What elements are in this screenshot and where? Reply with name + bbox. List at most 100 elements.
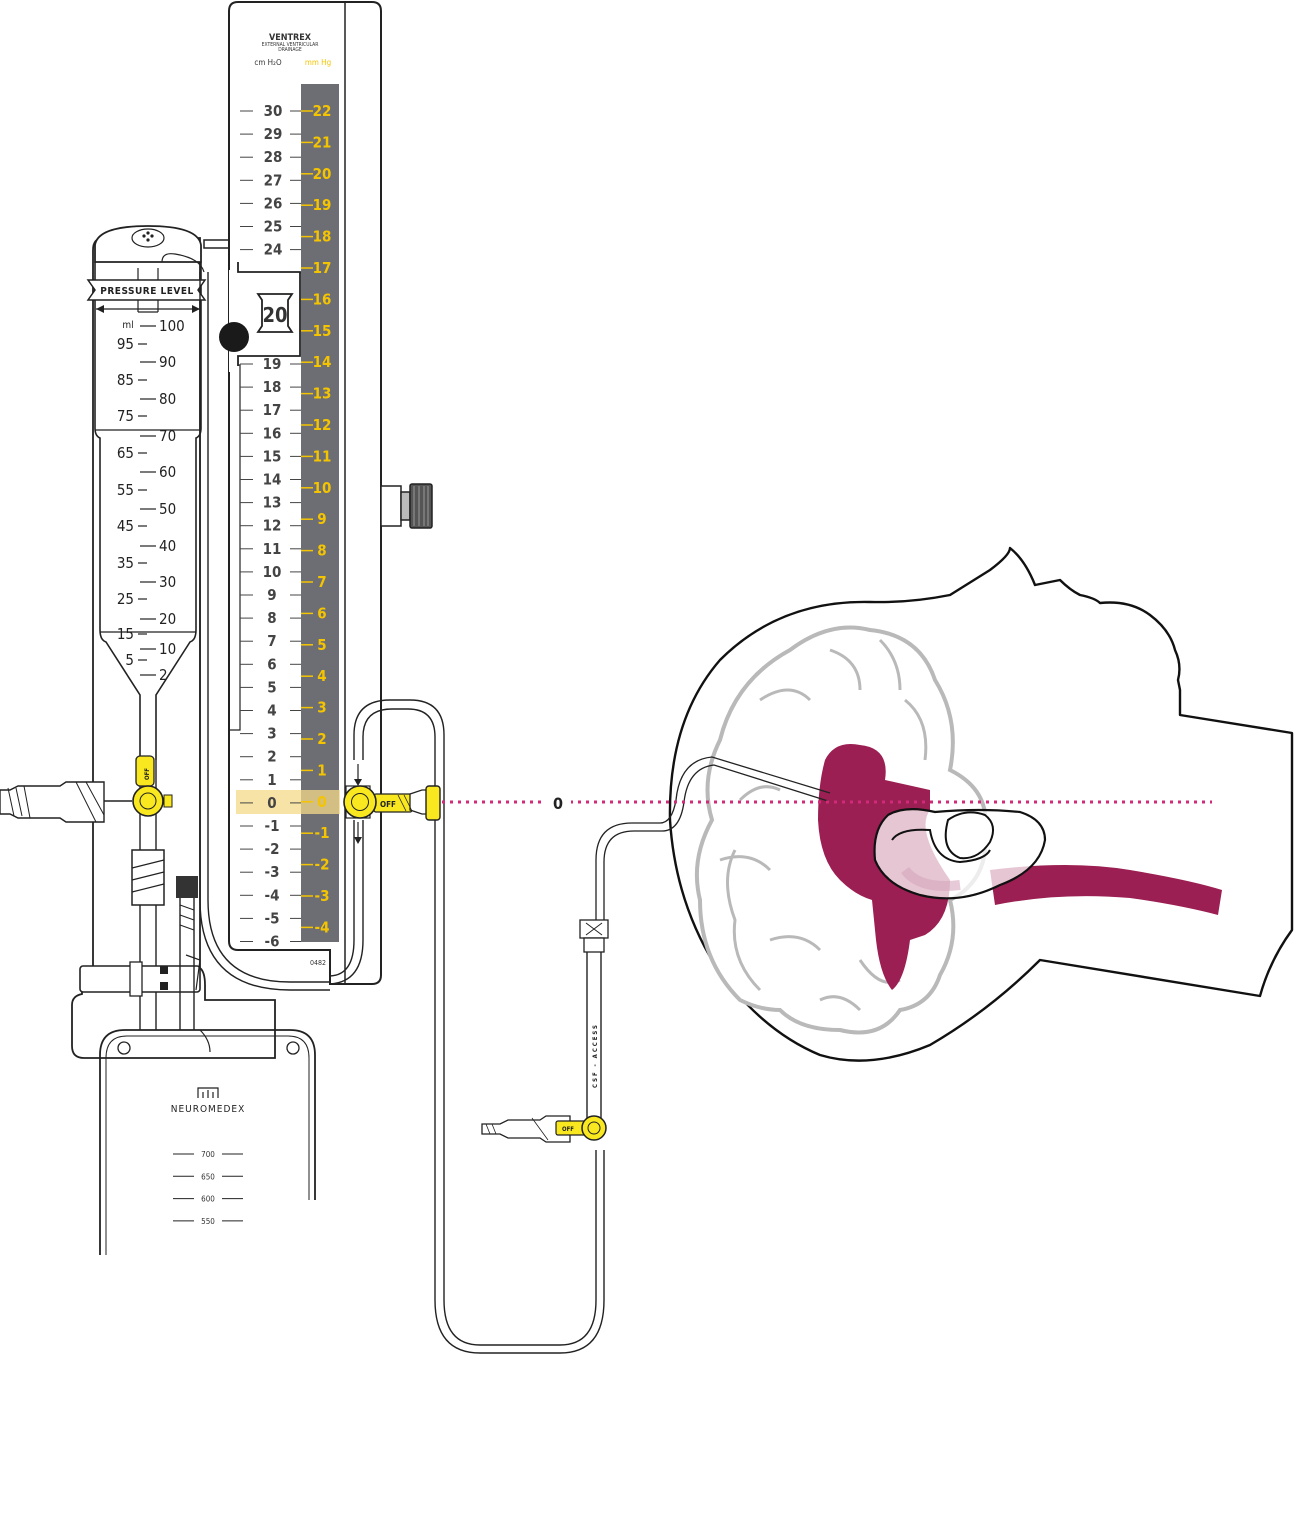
chamber-tick-label: 15 — [117, 625, 134, 643]
cm-tick-label: 3 — [267, 725, 276, 743]
mmhg-tick-label: 20 — [313, 165, 332, 183]
mmhg-tick-label: 2 — [317, 730, 326, 748]
zero-reference-label: 0 — [553, 794, 563, 813]
mmhg-scale: 222120191817161514131211109876543210-1-2… — [301, 102, 331, 936]
mmhg-tick-label: 17 — [313, 259, 332, 277]
brand-subtitle-2: DRAINAGE — [278, 47, 302, 53]
mmhg-tick-label: 15 — [313, 322, 332, 340]
brainstem — [990, 865, 1222, 915]
chamber-tick-label: 100 — [159, 317, 185, 335]
chamber-tick-label: 30 — [159, 573, 176, 591]
cm-tick-label: 18 — [263, 378, 282, 396]
ml-label: ml — [122, 320, 133, 331]
cm-tick-label: 24 — [264, 241, 283, 259]
mmhg-tick-label: -3 — [315, 887, 330, 905]
width-arrow — [96, 305, 200, 313]
cm-tick-label: 1 — [267, 771, 276, 789]
mmhg-tick-label: 4 — [317, 667, 326, 685]
chamber-tick-label: 20 — [159, 610, 176, 628]
slider-lock-knob[interactable] — [219, 322, 249, 352]
mmhg-tick-label: 19 — [313, 196, 332, 214]
chamber-tick-label: 75 — [117, 407, 134, 425]
chamber-tick-label: 50 — [159, 500, 176, 518]
bag-scale: 700 650 600 550 — [173, 1150, 243, 1226]
csf-access-label: CSF - ACCESS — [592, 1023, 599, 1088]
mmhg-tick-label: -4 — [315, 918, 330, 936]
brand-ventrex: VENTREX — [269, 33, 312, 43]
mmhg-tick-label: 22 — [313, 102, 332, 120]
unit-mm-label: mm Hg — [305, 58, 331, 67]
bag-tick-label: 700 — [201, 1150, 215, 1159]
patient-line-connector[interactable] — [0, 781, 132, 823]
mmhg-tick-label: 7 — [317, 573, 326, 591]
main-stopcock[interactable]: OFF — [343, 785, 441, 821]
mmhg-tick-label: 0 — [317, 793, 326, 811]
chamber-tick-label: 2 — [159, 666, 168, 684]
cm-tick-label: 12 — [263, 517, 282, 535]
serial-number: 0482 — [310, 959, 326, 967]
cm-tick-label: 4 — [267, 702, 276, 720]
cm-tick-label: 7 — [267, 632, 276, 650]
chamber-tick-label: 55 — [117, 481, 134, 499]
scale-panel: VENTREX EXTERNAL VENTRICULAR DRAINAGE cm… — [203, 1, 382, 985]
bag-tick-label: 550 — [201, 1217, 215, 1226]
drip-chamber-assembly: PRESSURE LEVEL ml 1009080706050403020102… — [0, 225, 276, 1059]
pressure-slider[interactable]: 20 — [219, 262, 301, 372]
drainage-tubing — [199, 272, 605, 1354]
cm-tick-label: -6 — [265, 933, 280, 951]
cm-tick-label: 6 — [267, 655, 276, 673]
mmhg-tick-label: 21 — [313, 133, 332, 151]
chamber-tick-label: 85 — [117, 371, 134, 389]
slider-value: 20 — [262, 303, 287, 327]
pressure-level-tag — [86, 279, 207, 301]
cm-tick-label: -5 — [265, 909, 280, 927]
bag-tick-label: 650 — [201, 1172, 215, 1181]
cm-tick-label: 9 — [267, 586, 276, 604]
cm-tick-label: -3 — [265, 863, 280, 881]
cm-tick-label: 13 — [263, 494, 282, 512]
chamber-tick-label: 90 — [159, 353, 176, 371]
knob-icon[interactable] — [380, 483, 433, 529]
mmhg-tick-label: 10 — [313, 479, 332, 497]
mmhg-tick-label: 13 — [313, 385, 332, 403]
hanger-hole-left — [117, 1041, 131, 1055]
cm-tick-label: 0 — [267, 794, 276, 812]
mmhg-tick-label: 3 — [317, 699, 326, 717]
cm-tick-label: 29 — [264, 125, 283, 143]
mmhg-tick-label: 6 — [317, 604, 326, 622]
patient-head — [668, 546, 1294, 1062]
cm-tick-label: 8 — [267, 609, 276, 627]
mmhg-tick-label: 1 — [317, 761, 326, 779]
brand-subtitle-1: EXTERNAL VENTRICULAR — [262, 42, 319, 48]
zero-highlight — [236, 790, 340, 814]
mmhg-tick-label: -2 — [315, 856, 330, 874]
mmhg-tick-label: 14 — [313, 353, 332, 371]
unit-cm-label: cm H₂O — [254, 58, 282, 67]
cm-tick-label: -1 — [265, 817, 280, 835]
mmhg-tick-label: 11 — [313, 447, 332, 465]
slider-value-window — [256, 293, 294, 333]
cm-tick-label: 19 — [263, 355, 282, 373]
chamber-tick-label: 65 — [117, 444, 134, 462]
mmhg-tick-label: 8 — [317, 542, 326, 560]
chamber-tick-label: 45 — [117, 517, 134, 535]
cm-tick-label: 27 — [264, 171, 283, 189]
mmhg-tick-label: 12 — [313, 416, 332, 434]
chamber-stopcock[interactable]: OFF — [132, 755, 173, 817]
cm-tick-label: 5 — [267, 678, 276, 696]
chamber-tick-label: 95 — [117, 335, 134, 353]
mmhg-tick-label: -1 — [315, 824, 330, 842]
cm-tick-label: 17 — [263, 401, 282, 419]
neuromedex-logo-icon — [197, 1087, 219, 1098]
cm-scale: 3029282726252423191817161514131211109876… — [240, 102, 301, 951]
mmhg-tick-label: 9 — [317, 510, 326, 528]
cm-tick-label: 11 — [263, 540, 282, 558]
csf-access-port[interactable]: CSF - ACCESS OFF — [481, 919, 609, 1143]
mmhg-tick-label: 5 — [317, 636, 326, 654]
bag-tick-label: 600 — [201, 1195, 215, 1204]
chamber-tick-label: 25 — [117, 590, 134, 608]
bag-port[interactable] — [176, 876, 201, 1030]
chamber-tick-label: 60 — [159, 463, 176, 481]
